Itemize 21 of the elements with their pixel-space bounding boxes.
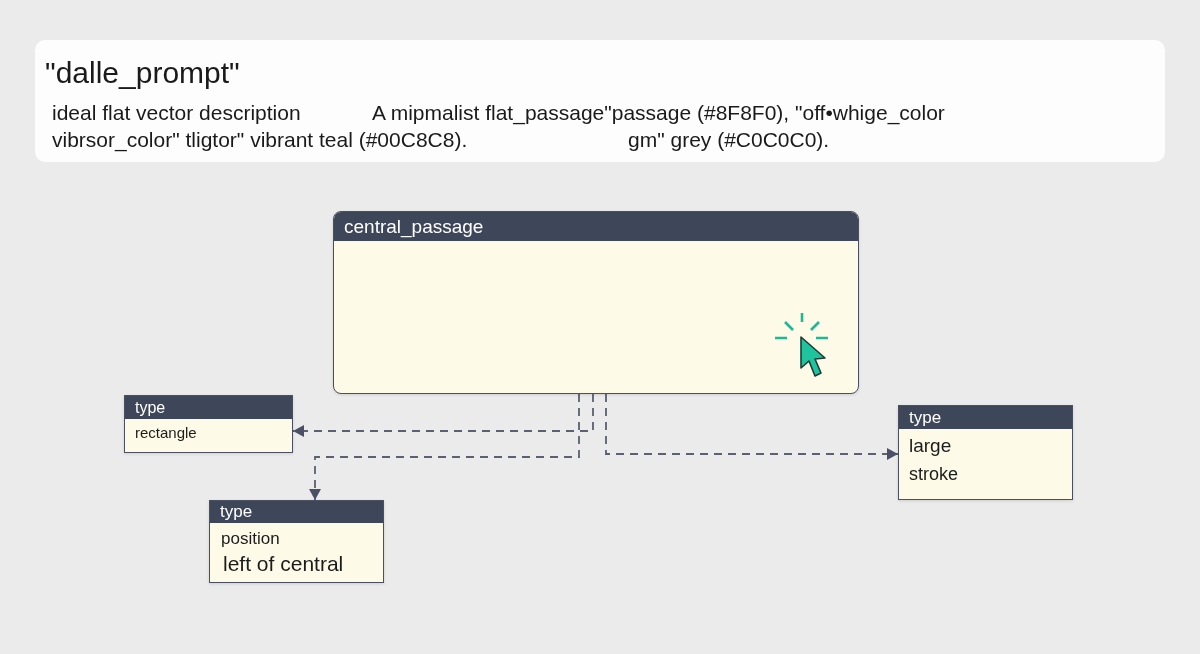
entity-header: type [899, 406, 1072, 429]
entity-box [209, 500, 384, 583]
entity-header: type [125, 396, 292, 419]
field-text: position [221, 528, 280, 550]
prompt-text: vibrsor_color" tligtor" vibrant teal (#00C8C8). [52, 127, 468, 153]
entity-header: type [210, 501, 383, 523]
entity-header: central_passage [334, 212, 858, 241]
field-text: stroke [909, 462, 959, 486]
entity-box [898, 405, 1073, 500]
title-text: "dalle_prompt" [45, 55, 240, 91]
prompt-text: gm" grey (#C0C0C0). [628, 127, 830, 153]
dashed-arrow [309, 393, 580, 501]
dashed-arrow [292, 393, 594, 437]
field-text: rectangle [135, 424, 197, 443]
prompt-text: ideal flat vector description [52, 100, 301, 126]
entity-box [124, 395, 293, 453]
dashed-arrow [605, 393, 899, 460]
prompt-text: A mipmalist flat_passage"passage (#8F8F0), "off•whige_color [372, 100, 945, 126]
field-text: large [909, 434, 952, 458]
entity-box [333, 211, 859, 394]
field-text: left of central [223, 551, 344, 578]
